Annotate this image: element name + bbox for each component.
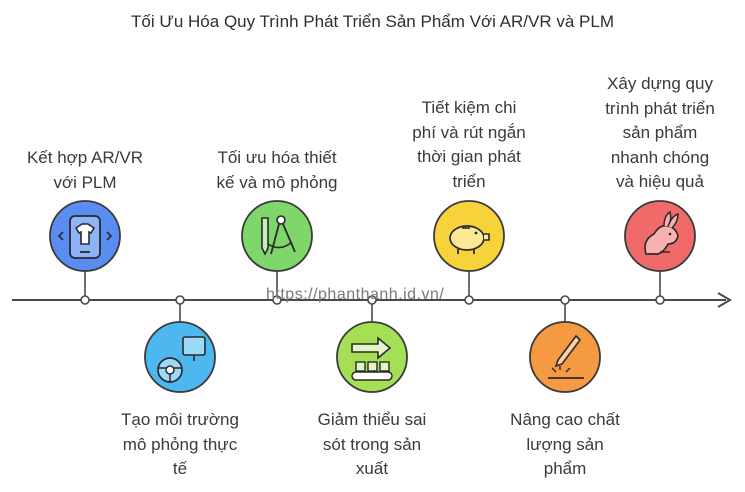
diagram-title: Tối Ưu Hóa Quy Trình Phát Triển Sản Phẩm… (131, 12, 614, 31)
step-label-2: Tạo môi trường mô phỏng thực tế (121, 410, 239, 478)
timeline-dot-7 (655, 295, 665, 305)
step-label-6: Nâng cao chất lượng sản phẩm (510, 410, 620, 478)
timeline-dot-3 (272, 295, 282, 305)
timeline-dot-5 (464, 295, 474, 305)
step-label-5: Tiết kiệm chi phí và rút ngắn thời gian … (412, 98, 526, 191)
steering-wheel-monitor-icon (144, 321, 216, 393)
timeline-dot-6 (560, 295, 570, 305)
step-label-3: Tối ưu hóa thiết kế và mô phỏng (216, 148, 338, 192)
watermark-url: https://phanthanh.id.vn/ (266, 286, 445, 303)
step-label-1: Kết hợp AR/VR với PLM (26, 148, 144, 192)
conveyor-arrow-icon (336, 321, 408, 393)
timeline-dot-4 (367, 295, 377, 305)
timeline-dot-1 (80, 295, 90, 305)
vr-headset-shirt-icon (49, 200, 121, 272)
timeline-arrowhead (717, 292, 732, 308)
timeline-dot-2 (175, 295, 185, 305)
knife-cut-icon (529, 321, 601, 393)
step-label-4: Giảm thiểu sai sót trong sản xuất (317, 410, 427, 478)
piggy-bank-icon (433, 200, 505, 272)
rabbit-icon (624, 200, 696, 272)
pencil-compass-icon (241, 200, 313, 272)
step-label-7: Xây dựng quy trình phát triển sản phẩm n… (605, 74, 715, 191)
